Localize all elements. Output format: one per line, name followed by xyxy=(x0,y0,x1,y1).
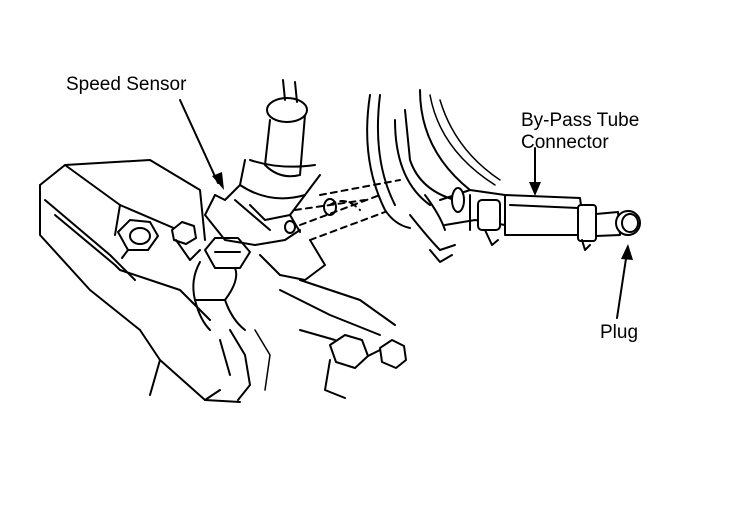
speed-sensor-leader xyxy=(179,99,224,190)
upper-hoses xyxy=(366,89,501,229)
plug-leader xyxy=(616,244,633,319)
banjo-fitting xyxy=(192,237,251,331)
bypass-label-line1: By-Pass Tube xyxy=(521,110,640,131)
speed-sensor-label: Speed Sensor xyxy=(66,74,187,95)
transmission-housing xyxy=(39,159,271,403)
bypass-leader xyxy=(529,147,541,196)
hex-nut-left xyxy=(117,219,159,259)
bypass-connector xyxy=(409,187,641,263)
tube-end xyxy=(323,198,337,216)
tube-end-small xyxy=(284,220,296,234)
small-bolt xyxy=(171,221,201,261)
plug-label: Plug xyxy=(600,322,639,343)
bypass-tube-connector-label: By-Pass Tube Connector xyxy=(521,110,639,154)
bypass-label-line2: Connector xyxy=(521,132,609,153)
lower-fittings xyxy=(279,279,407,399)
bypass-tube-dashed xyxy=(294,179,401,241)
